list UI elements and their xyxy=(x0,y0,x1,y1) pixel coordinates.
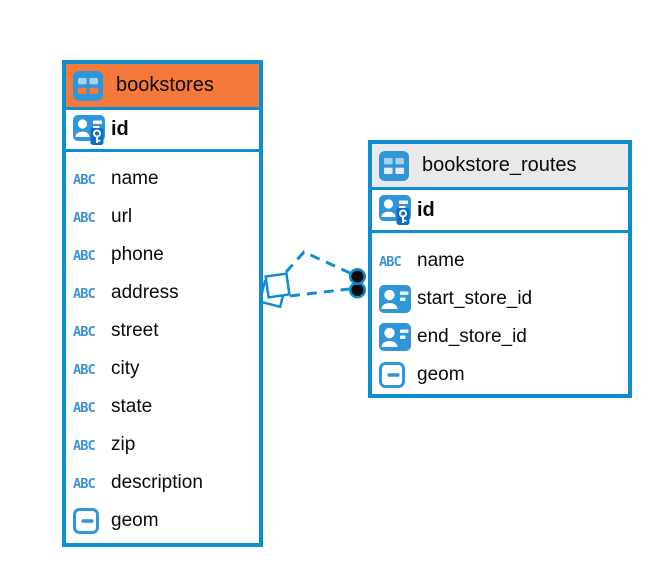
table-header[interactable]: bookstore_routes xyxy=(372,144,628,187)
column-row[interactable]: address xyxy=(66,274,259,312)
foreign-key-icon xyxy=(379,323,411,351)
table-name: bookstore_routes xyxy=(422,154,577,176)
column-row[interactable]: phone xyxy=(66,236,259,274)
column-row[interactable]: start_store_id xyxy=(372,280,628,318)
column-row[interactable]: name xyxy=(66,160,259,198)
text-type-icon xyxy=(73,362,105,377)
column-name: url xyxy=(111,206,133,227)
divider xyxy=(372,187,628,190)
primary-key-icon xyxy=(379,195,411,225)
column-name: zip xyxy=(111,434,136,455)
table-bookstores[interactable]: bookstores id name url phone address str… xyxy=(62,60,263,547)
divider xyxy=(66,149,259,152)
geometry-type-icon xyxy=(379,362,411,388)
column-row[interactable]: geom xyxy=(372,356,628,394)
columns-list: name start_store_id end_store_id geom xyxy=(372,233,628,394)
column-row[interactable]: street xyxy=(66,312,259,350)
relationship-line[interactable] xyxy=(284,250,351,275)
divider xyxy=(66,107,259,110)
column-name: id xyxy=(417,198,435,221)
text-type-icon xyxy=(73,438,105,453)
columns-list: name url phone address street city state xyxy=(66,152,259,540)
table-bookstore-routes[interactable]: bookstore_routes id name start_store_id … xyxy=(368,140,632,398)
text-type-icon xyxy=(73,476,105,491)
text-type-icon xyxy=(73,286,105,301)
column-name: name xyxy=(111,168,159,189)
table-icon xyxy=(73,71,105,101)
text-type-icon xyxy=(73,172,105,187)
geometry-type-icon xyxy=(73,508,105,534)
column-name: id xyxy=(111,118,129,140)
text-type-icon xyxy=(73,210,105,225)
column-name: start_store_id xyxy=(417,288,533,309)
table-name: bookstores xyxy=(116,74,214,96)
text-type-icon xyxy=(73,324,105,339)
column-name: address xyxy=(111,282,179,303)
column-name: state xyxy=(111,396,153,417)
column-name: phone xyxy=(111,244,164,265)
column-row[interactable]: state xyxy=(66,388,259,426)
column-row[interactable]: city xyxy=(66,350,259,388)
column-row[interactable]: name xyxy=(372,242,628,280)
text-type-icon xyxy=(73,248,105,263)
table-icon xyxy=(379,151,411,181)
foreign-key-icon xyxy=(379,285,411,313)
column-name: name xyxy=(417,250,465,271)
column-name: end_store_id xyxy=(417,326,527,347)
column-row[interactable]: end_store_id xyxy=(372,318,628,356)
relationship-diamond-marker[interactable] xyxy=(264,272,291,299)
column-row[interactable]: zip xyxy=(66,426,259,464)
column-row-id[interactable]: id xyxy=(66,110,259,149)
column-row[interactable]: description xyxy=(66,464,259,502)
text-type-icon xyxy=(73,400,105,415)
column-name: city xyxy=(111,358,140,379)
primary-key-icon xyxy=(73,115,105,145)
divider xyxy=(372,230,628,233)
relationship-dot-marker[interactable] xyxy=(348,267,367,286)
table-header[interactable]: bookstores xyxy=(66,64,259,107)
column-name: street xyxy=(111,320,159,341)
text-type-icon xyxy=(379,254,411,269)
column-row[interactable]: url xyxy=(66,198,259,236)
column-name: description xyxy=(111,472,203,493)
column-name: geom xyxy=(111,510,159,531)
column-row[interactable]: geom xyxy=(66,502,259,540)
relationship-line[interactable] xyxy=(289,287,350,298)
column-row-id[interactable]: id xyxy=(372,190,628,230)
column-name: geom xyxy=(417,364,465,385)
